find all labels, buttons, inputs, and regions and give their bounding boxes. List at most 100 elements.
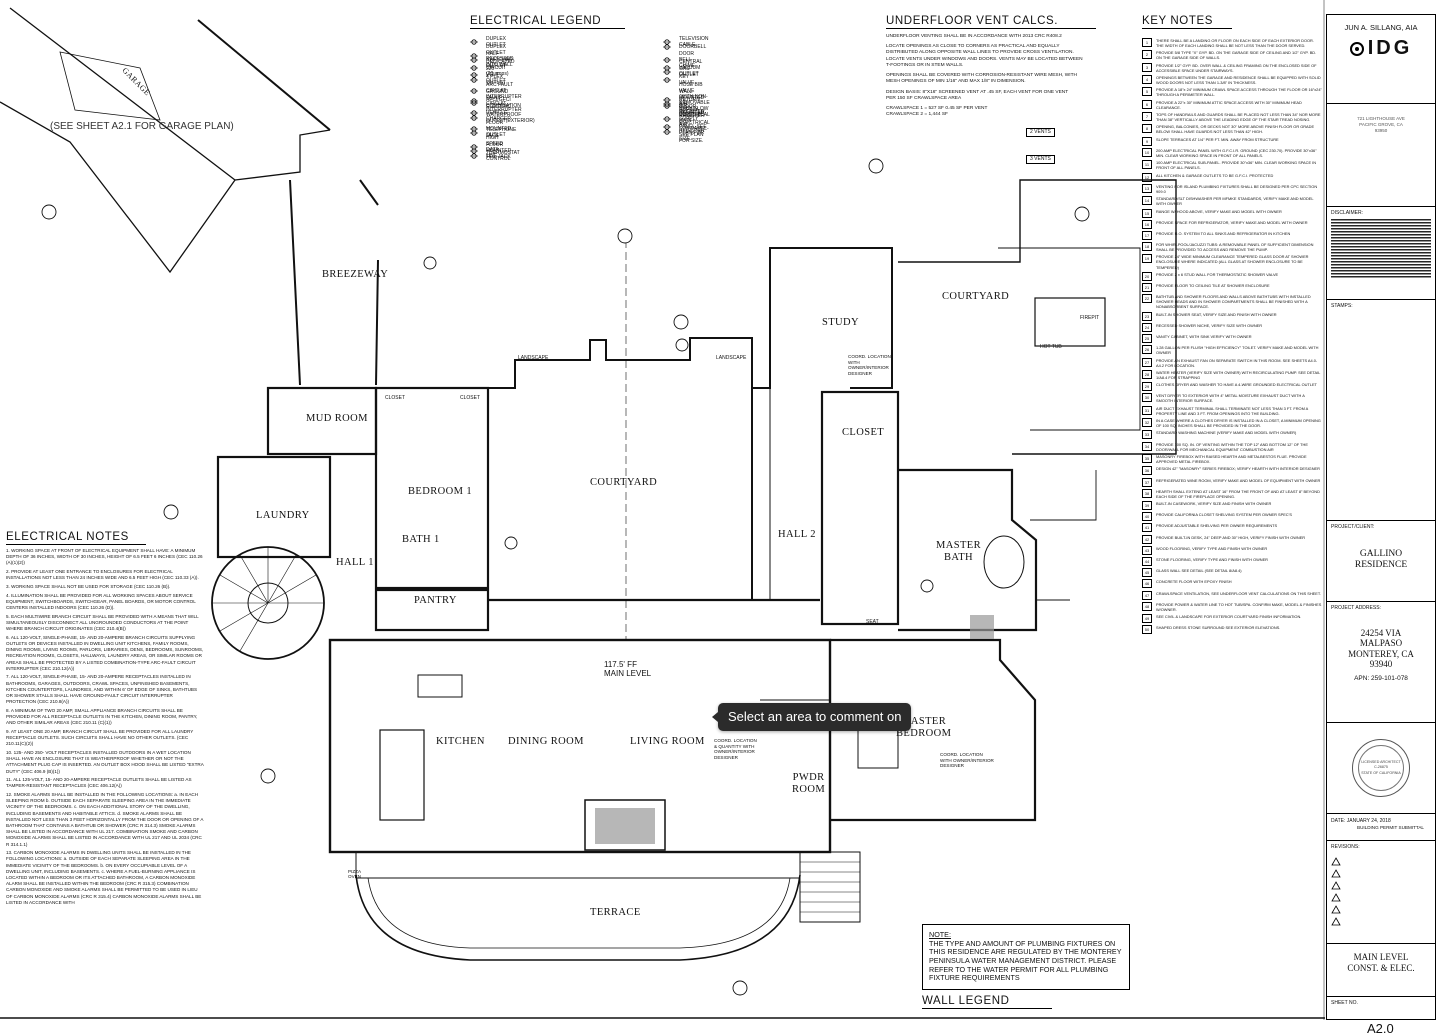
key-note-text: ALL KITCHEN & GARAGE OUTLETS TO BE G.F.C… <box>1156 172 1274 178</box>
electrical-notes-title: ELECTRICAL NOTES <box>6 531 129 543</box>
legend-symbol-icon <box>663 128 673 135</box>
legend-symbol-icon <box>470 115 480 121</box>
key-note-number: 16 <box>1142 219 1152 229</box>
legend-symbol-icon <box>663 69 673 75</box>
legend-row: DEDICATED CIRCUIT (20 amps) <box>470 59 515 77</box>
key-note-text: SLOPE TERRACES AT 1/4" PER FT. MIN. AWAY… <box>1156 136 1279 142</box>
comment-tooltip[interactable]: Select an area to comment on <box>711 703 912 731</box>
legend-symbol-icon <box>470 87 480 94</box>
legend-symbol-icon <box>663 103 673 109</box>
firm-name: IDG <box>1367 37 1413 59</box>
key-note-text: STANDARD/SLT DISHWASHER PER MFMKE STANDA… <box>1156 196 1314 207</box>
coord-note-study: COORD. LOCATION WITH OWNER/INTERIOR DESI… <box>848 354 891 376</box>
key-note-text: CRAWLSPACE VENTILATION, SEE UNDERFLOOR V… <box>1156 590 1321 596</box>
legend-label: GROUND FAULT CIRCUIT INTERRUPTER <box>486 89 522 114</box>
legend-label: DUPLEX OUTLET <box>486 36 507 48</box>
electrical-note-item: 6. ALL 120-VOLT, SINGLE-PHASE, 15- AND 2… <box>6 634 204 671</box>
plumbing-note-box: NOTE: THE TYPE AND AMOUNT OF PLUMBING FI… <box>922 924 1130 990</box>
legend-label: ARC FAULT CIRCUIT INTERRUPTER <box>486 81 522 100</box>
legend-row: CENTRAL VACUUM OUTLET <box>663 59 702 77</box>
project-client-section: PROJECT/CLIENT: GALLINO RESIDENCE <box>1327 521 1435 602</box>
key-note-number: 23 <box>1142 311 1152 321</box>
legend-label: TELEPHONE JACK <box>486 127 517 140</box>
revision-delta-icon <box>1331 853 1435 866</box>
key-note-text: GLASS WALL SEE DETAIL (SEE DETAIL 8/A8.4… <box>1156 568 1242 574</box>
sheet-title-section: MAIN LEVEL CONST. & ELEC. <box>1327 952 1435 997</box>
vent-calc-line: CRAWLSPACE 1 = 527 SF 0.45 SF PER VENT <box>886 106 988 112</box>
key-note-text: HEARTH SHALL EXTEND AT LEAST 16" FROM TH… <box>1156 488 1320 499</box>
key-note-text: 1.28 GALLON PER FLUSH "HIGH EFFICIENCY" … <box>1156 345 1319 356</box>
key-note-text: TOPS OF HANDRAILS AND GUARDS SHALL BE PL… <box>1156 112 1321 123</box>
electrical-notes-divider <box>6 544 146 545</box>
electrical-note-item: 12. SMOKE ALARMS SHALL BE INSTALLED IN T… <box>6 792 204 847</box>
vent-calc-line: LOCATE VENTS UNDER WINDOWS AND DOORS. VE… <box>886 56 1083 62</box>
room-kitchen: KITCHEN <box>436 736 485 747</box>
key-note-text: 100 AMP ELECTRICAL SUB-PANEL. PROVIDE 30… <box>1156 160 1317 171</box>
legend-symbol-icon <box>663 116 673 122</box>
vent-calc-text: UNDERFLOOR VENTING SHALL BE IN ACCORDANC… <box>886 34 1096 119</box>
legend-symbol-icon <box>470 77 480 83</box>
legend-symbol-icon <box>663 77 673 83</box>
legend-row: DOOR BELL CHIME <box>663 51 695 69</box>
key-note-text: VANITY CABINET, WITH SINK VERIFY WITH OW… <box>1156 334 1252 339</box>
room-study: STUDY <box>822 317 860 328</box>
disclaimer-text-block <box>1331 219 1431 279</box>
legend-label: DOOR BELL CHIME <box>679 51 696 70</box>
landscape-label-2: LANDSCAPE <box>716 355 747 361</box>
key-note-number: 33 <box>1142 430 1152 440</box>
legend-label: CENTRAL VACUUM OUTLET <box>679 58 703 77</box>
legend-label: WALL MOUNTED AIR SUPPLY REGISTER <box>679 89 705 120</box>
key-note-text: CLOTHES DRYER AND WASHER TO HAVE A 4-WIR… <box>1156 382 1317 388</box>
key-note-number: 27 <box>1142 357 1152 367</box>
legend-label: DUPLEX OUTLET RECESSED INTO WALL <box>486 43 514 68</box>
electrical-note-item: 5. EACH MULTIWIRE BRANCH CIRCUIT SHALL B… <box>6 613 199 632</box>
plumbing-note-text: THE TYPE AND AMOUNT OF PLUMBING FIXTURES… <box>929 938 1122 983</box>
key-note-text: STANDARD WASHING MACHINE (VERIFY MAKE AN… <box>1156 430 1297 436</box>
legend-row: DUPLEX OUTLET <box>470 36 506 48</box>
vent-calc-line: PER 150 SF CRAWLSPACE AREA <box>886 95 962 101</box>
room-living: LIVING ROOM <box>630 736 705 747</box>
vent-calc-line: DISTRIBUTED ALONG OPPOSITE WALL LINES TO… <box>886 50 1074 56</box>
key-note-number: 42 <box>1142 534 1152 544</box>
key-note-number: 36 <box>1142 466 1152 476</box>
key-note-text: MASONRY FIREBOX WITH RAISED HEARTH AND M… <box>1156 453 1307 465</box>
key-note-text: PROVIDE 24" WIDE MINIMUM CLEARANCE TEMPE… <box>1156 254 1309 270</box>
key-note-text: VENT DRYER TO EXTERIOR WITH 4" METAL MOI… <box>1156 393 1305 404</box>
key-note-item: 33 STANDARD WASHING MACHINE (VERIFY MAKE … <box>1142 430 1322 440</box>
legend-symbol-icon <box>470 98 480 104</box>
key-note-text: OPENING, BALCONIES, OR DECKS NOT 30" MOR… <box>1156 124 1315 135</box>
revision-delta-icon <box>1331 877 1435 890</box>
legend-row: ELECTRICAL MAIN PANEL-SEE PLAN FOR SIZE. <box>663 112 710 142</box>
key-note-text: FOR WHIRLPOOL/JACUZZI TUBS: A REMOVABLE … <box>1156 242 1314 253</box>
key-note-number: 39 <box>1142 501 1152 511</box>
key-note-text: BATHTUB AND SHOWER FLOORS AND WALLS ABOV… <box>1156 294 1311 310</box>
key-note-number: 4 <box>1142 75 1152 85</box>
wall-legend-divider <box>922 1008 1052 1009</box>
legend-label: 220 VOLT OUTLET <box>486 66 506 85</box>
legend-label: HOSE BIB VALVE (WITH NON-REMOVABLE BACK … <box>679 81 710 118</box>
legend-row: WATERPROOF OUTLET(EXTERIOR) <box>470 112 535 124</box>
key-notes-divider <box>1142 28 1232 29</box>
floor-plan[interactable] <box>0 0 1325 1020</box>
room-courtyard-main: COURTYARD <box>590 477 658 488</box>
legend-row: ELECTRICAL SUB-PANEL-SEE PLAN FOR SIZE. <box>663 120 710 144</box>
legend-label: HALF SWITCHED OUTLET <box>486 51 513 70</box>
revisions-label: REVISIONS: <box>1331 844 1360 850</box>
